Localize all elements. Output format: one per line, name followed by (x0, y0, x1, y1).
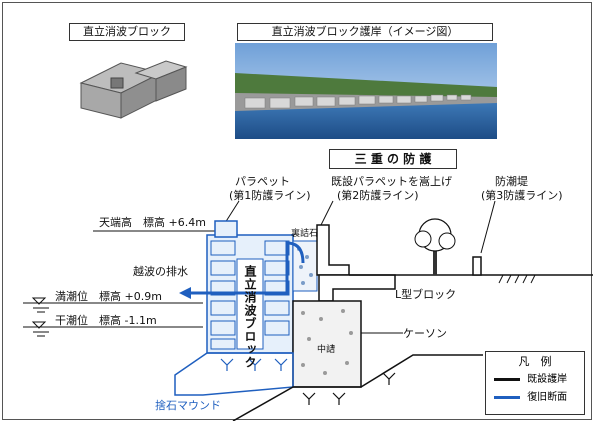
seawall-photo (235, 43, 497, 139)
parapet-2-label: 既設パラペットを嵩上げ (331, 175, 452, 188)
block-illustration (79, 60, 188, 119)
block-vertical-label: 直立消波ブロック (243, 265, 257, 369)
parapet-1-label: パラペット (235, 175, 290, 188)
diagram-frame: 直立消波ブロック 直立消波ブロック護岸（イメージ図） (2, 2, 593, 421)
legend-label-existing: 既設護岸 (527, 374, 568, 385)
legend-swatch-restore (494, 395, 520, 399)
seawall-3-label: 防潮堤 (495, 175, 528, 188)
l-block-label: L型ブロック (395, 288, 457, 301)
parapet-1-sub-label: (第1防護ライン) (229, 189, 311, 202)
legend: 凡 例 既設護岸 復旧断面 (485, 351, 585, 415)
fill-label: 中詰 (317, 345, 336, 355)
high-tide-label: 満潮位 標高 +0.9m (55, 290, 162, 303)
crest-height-label: 天端高 標高 +6.4m (99, 216, 206, 229)
legend-swatch-existing (494, 377, 520, 381)
legend-item: 既設護岸 (494, 374, 567, 386)
photo-caption: 直立消波ブロック護岸（イメージ図） (237, 23, 493, 41)
parapet-2-sub-label: (第2防護ライン) (337, 189, 419, 202)
cross-section-diagram (23, 200, 593, 421)
legend-title: 凡 例 (518, 355, 552, 368)
low-tide-label: 干潮位 標高 -1.1m (55, 314, 157, 327)
section-title: 三 重 の 防 護 (329, 149, 457, 169)
backfill-label: 裏詰石 (291, 229, 319, 239)
overtopping-label: 越波の排水 (133, 265, 188, 278)
mound-label: 捨石マウンド (155, 399, 221, 412)
caisson-label: ケーソン (403, 327, 447, 340)
seawall-3-sub-label: (第3防護ライン) (481, 189, 563, 202)
block-caption: 直立消波ブロック (69, 23, 185, 41)
legend-item: 復旧断面 (494, 392, 567, 404)
legend-label-restore: 復旧断面 (527, 392, 568, 403)
